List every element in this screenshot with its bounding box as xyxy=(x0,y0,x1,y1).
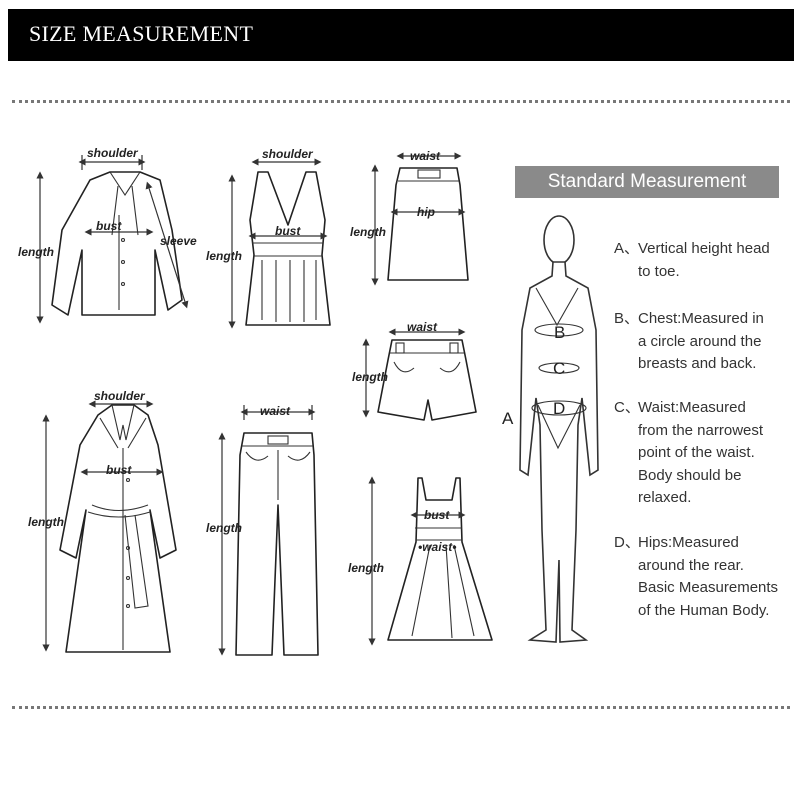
definition-a: A、Vertical height head to toe. xyxy=(614,240,770,280)
shorts-waist-label: waist xyxy=(407,320,438,334)
figure-letter-d: D xyxy=(553,399,565,418)
dress-diagram: bust •waist• length xyxy=(348,476,493,646)
bottom-dotted-divider xyxy=(12,706,790,709)
skirt-hip-label: hip xyxy=(417,205,435,219)
dress-length-label: length xyxy=(348,561,384,575)
figure-letter-a: A xyxy=(502,409,514,428)
shirt-length-label: length xyxy=(18,245,54,259)
figure-letter-c: C xyxy=(553,359,565,378)
shirt-sleeve-label: sleeve xyxy=(160,234,197,248)
figure-body xyxy=(519,261,599,643)
shorts-diagram: waist length xyxy=(352,320,477,421)
coat-outline xyxy=(59,404,177,653)
definition-d: D、Hips:Measured around the rear. Basic M… xyxy=(614,534,779,619)
skirt-outline xyxy=(387,167,469,281)
coat-shoulder-label: shoulder xyxy=(94,389,146,403)
header-bar: SIZE MEASUREMENT xyxy=(8,9,794,61)
dress-waist-label: •waist• xyxy=(418,540,456,554)
tank-shoulder-label: shoulder xyxy=(262,147,314,161)
human-figure: A B C D xyxy=(502,215,599,643)
shirt-bust-label: bust xyxy=(96,219,122,233)
dress-outline xyxy=(387,477,493,641)
pants-diagram: waist length xyxy=(206,404,319,656)
figure-head xyxy=(543,215,575,265)
page-title: SIZE MEASUREMENT xyxy=(29,21,254,46)
coat-diagram: shoulder bust length xyxy=(28,389,177,653)
coat-bust-label: bust xyxy=(106,463,132,477)
tank-length-label: length xyxy=(206,249,242,263)
definition-b: B、Chest:Measured in a circle around the … xyxy=(614,310,764,372)
shirt-diagram: shoulder bust length sleeve xyxy=(18,146,197,324)
skirt-waist-label: waist xyxy=(410,149,441,163)
standard-measurement-title: Standard Measurement xyxy=(515,166,779,198)
skirt-diagram: waist hip length xyxy=(350,149,469,286)
pants-waist-label: waist xyxy=(260,404,291,418)
tank-outline xyxy=(245,171,331,326)
shirt-shoulder-label: shoulder xyxy=(87,146,139,160)
pants-length-label: length xyxy=(206,521,242,535)
tank-top-diagram: shoulder bust length xyxy=(206,147,331,329)
skirt-length-label: length xyxy=(350,225,386,239)
definition-c: C、Waist:Measured from the narrowest poin… xyxy=(614,399,764,506)
shorts-length-label: length xyxy=(352,370,388,384)
top-dotted-divider xyxy=(12,100,790,103)
shirt-sleeve-arrow xyxy=(145,181,189,309)
tank-bust-label: bust xyxy=(275,224,301,238)
figure-letter-b: B xyxy=(554,323,565,342)
shorts-outline xyxy=(377,339,477,421)
pants-outline xyxy=(235,432,319,656)
coat-length-label: length xyxy=(28,515,64,529)
dress-bust-label: bust xyxy=(424,508,450,522)
